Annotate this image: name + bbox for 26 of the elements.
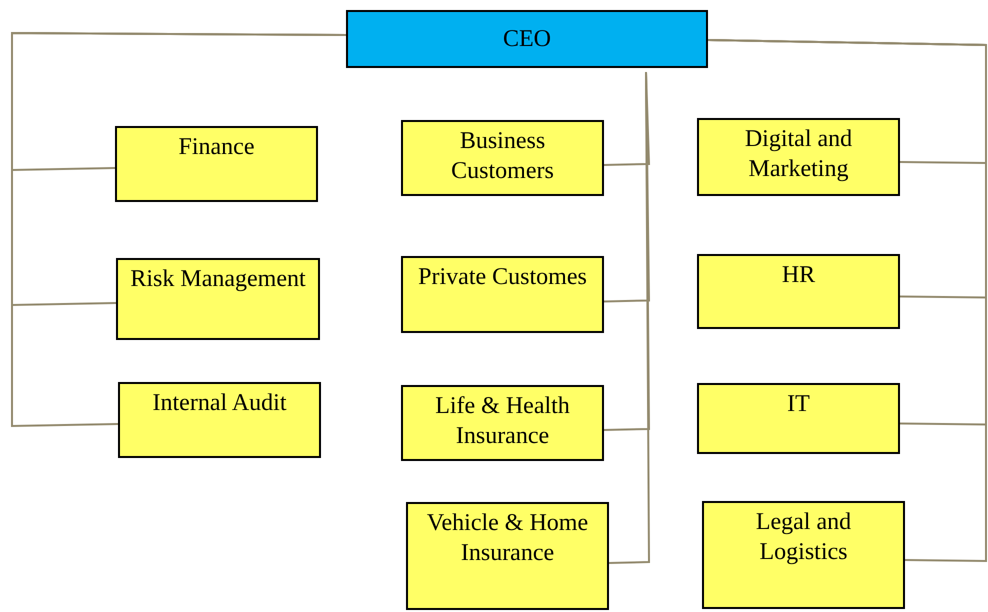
department-box [401, 120, 604, 196]
ceo-box [346, 10, 708, 68]
department-box [118, 382, 321, 458]
department-box [401, 256, 604, 333]
department-box [702, 501, 905, 609]
box-label: IT [787, 390, 810, 419]
box-label: HR [782, 261, 816, 290]
department-box [116, 258, 320, 340]
box-label: Life & Health Insurance [434, 392, 571, 451]
department-box [401, 385, 604, 461]
box-label: Digital and Marketing [744, 125, 854, 184]
department-box [406, 502, 609, 610]
box-label: Business Customers [450, 127, 555, 186]
box-label: Risk Management [130, 265, 306, 294]
department-box [697, 254, 900, 329]
box-label: Finance [178, 133, 254, 162]
department-box [697, 383, 900, 454]
department-box [697, 118, 900, 196]
box-label: CEO [503, 25, 551, 54]
box-label: Private Customes [418, 263, 587, 292]
connector-line [608, 72, 650, 564]
box-label: Vehicle & Home Insurance [426, 509, 590, 568]
box-label: Internal Audit [152, 389, 286, 418]
department-box [115, 126, 318, 202]
connector-line [708, 39, 987, 562]
box-label: Legal and Logistics [754, 508, 852, 567]
